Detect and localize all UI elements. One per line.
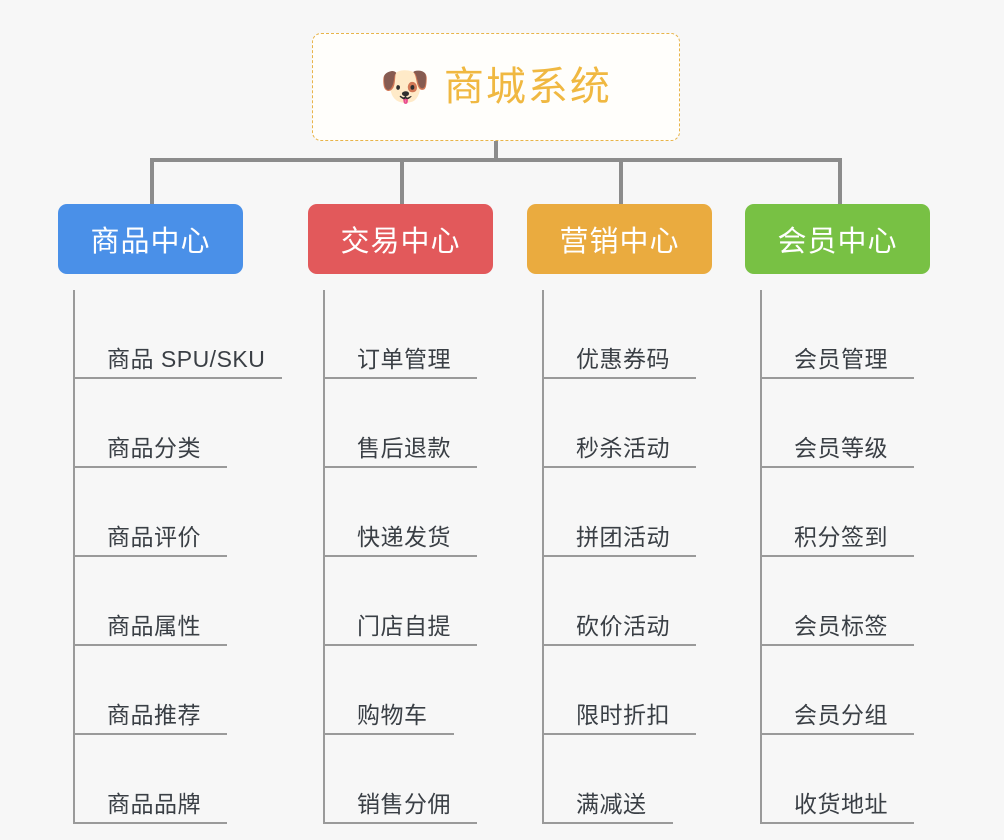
item-label: 购物车 bbox=[357, 701, 428, 728]
root-node-title: 商城系统 bbox=[443, 65, 612, 109]
item-underline bbox=[762, 822, 914, 824]
item-underline bbox=[75, 555, 227, 557]
item-underline bbox=[544, 466, 696, 468]
list-item[interactable]: 商品 SPU/SKU bbox=[75, 290, 282, 379]
item-label: 门店自提 bbox=[357, 612, 451, 639]
item-label: 优惠券码 bbox=[576, 345, 670, 372]
shiba-dog-face-icon: 🐶 bbox=[380, 65, 430, 109]
list-item[interactable]: 拼团活动 bbox=[544, 468, 712, 557]
item-label: 商品品牌 bbox=[107, 790, 201, 817]
connector-drop-column-3 bbox=[619, 158, 623, 206]
list-item[interactable]: 优惠券码 bbox=[544, 290, 712, 379]
list-item[interactable]: 满减送 bbox=[544, 735, 712, 824]
category-header-marketing-center[interactable]: 营销中心 bbox=[527, 204, 712, 274]
connector-drop-column-4 bbox=[838, 158, 842, 206]
list-item[interactable]: 商品推荐 bbox=[75, 646, 265, 735]
category-header-product-center[interactable]: 商品中心 bbox=[58, 204, 243, 274]
list-item[interactable]: 商品评价 bbox=[75, 468, 265, 557]
item-label: 积分签到 bbox=[794, 523, 888, 550]
item-label: 商品 SPU/SKU bbox=[107, 345, 266, 372]
item-label: 会员等级 bbox=[794, 434, 888, 461]
item-underline bbox=[75, 377, 282, 379]
item-underline bbox=[762, 555, 914, 557]
list-item[interactable]: 商品分类 bbox=[75, 379, 265, 468]
column-trade-center: 交易中心 订单管理 售后退款 快递发货 门店自提 购物车 销售分佣 bbox=[308, 204, 493, 824]
item-label: 会员管理 bbox=[794, 345, 888, 372]
item-label: 订单管理 bbox=[357, 345, 451, 372]
item-underline bbox=[544, 822, 673, 824]
item-underline bbox=[544, 377, 696, 379]
item-list-member-center: 会员管理 会员等级 积分签到 会员标签 会员分组 收货地址 bbox=[760, 290, 930, 824]
column-marketing-center: 营销中心 优惠券码 秒杀活动 拼团活动 砍价活动 限时折扣 满减送 bbox=[527, 204, 712, 824]
item-label: 限时折扣 bbox=[576, 701, 670, 728]
item-label: 拼团活动 bbox=[576, 523, 670, 550]
item-underline bbox=[75, 644, 227, 646]
item-label: 满减送 bbox=[576, 790, 647, 817]
list-item[interactable]: 商品属性 bbox=[75, 557, 265, 646]
category-header-member-center[interactable]: 会员中心 bbox=[745, 204, 930, 274]
item-underline bbox=[762, 733, 914, 735]
list-item[interactable]: 会员分组 bbox=[762, 646, 930, 735]
item-underline bbox=[75, 822, 227, 824]
item-label: 商品推荐 bbox=[107, 701, 201, 728]
item-underline bbox=[544, 555, 696, 557]
item-underline bbox=[75, 466, 227, 468]
list-item[interactable]: 会员等级 bbox=[762, 379, 930, 468]
item-underline bbox=[325, 733, 454, 735]
list-item[interactable]: 门店自提 bbox=[325, 557, 493, 646]
list-item[interactable]: 快递发货 bbox=[325, 468, 493, 557]
connector-drop-column-1 bbox=[150, 158, 154, 206]
item-underline bbox=[325, 377, 477, 379]
item-label: 快递发货 bbox=[357, 523, 451, 550]
list-item[interactable]: 积分签到 bbox=[762, 468, 930, 557]
list-item[interactable]: 购物车 bbox=[325, 646, 493, 735]
item-underline bbox=[544, 733, 696, 735]
item-label: 商品分类 bbox=[107, 434, 201, 461]
item-label: 销售分佣 bbox=[357, 790, 451, 817]
list-item[interactable]: 销售分佣 bbox=[325, 735, 493, 824]
item-underline bbox=[75, 733, 227, 735]
column-product-center: 商品中心 商品 SPU/SKU 商品分类 商品评价 商品属性 商品推荐 商品品牌 bbox=[58, 204, 282, 824]
item-underline bbox=[325, 822, 477, 824]
item-underline bbox=[325, 466, 477, 468]
item-list-trade-center: 订单管理 售后退款 快递发货 门店自提 购物车 销售分佣 bbox=[323, 290, 493, 824]
list-item[interactable]: 砍价活动 bbox=[544, 557, 712, 646]
connector-drop-column-2 bbox=[400, 158, 404, 206]
list-item[interactable]: 会员标签 bbox=[762, 557, 930, 646]
item-underline bbox=[762, 466, 914, 468]
item-underline bbox=[325, 644, 477, 646]
list-item[interactable]: 商品品牌 bbox=[75, 735, 265, 824]
item-label: 砍价活动 bbox=[576, 612, 670, 639]
item-underline bbox=[544, 644, 696, 646]
item-underline bbox=[762, 377, 914, 379]
item-label: 会员标签 bbox=[794, 612, 888, 639]
list-item[interactable]: 会员管理 bbox=[762, 290, 930, 379]
list-item[interactable]: 秒杀活动 bbox=[544, 379, 712, 468]
connector-horizontal-bus bbox=[150, 158, 842, 162]
item-list-marketing-center: 优惠券码 秒杀活动 拼团活动 砍价活动 限时折扣 满减送 bbox=[542, 290, 712, 824]
item-label: 秒杀活动 bbox=[576, 434, 670, 461]
item-label: 会员分组 bbox=[794, 701, 888, 728]
column-member-center: 会员中心 会员管理 会员等级 积分签到 会员标签 会员分组 收货地址 bbox=[745, 204, 930, 824]
item-underline bbox=[762, 644, 914, 646]
category-header-trade-center[interactable]: 交易中心 bbox=[308, 204, 493, 274]
root-node-shopping-mall-system[interactable]: 🐶 商城系统 bbox=[312, 33, 680, 141]
list-item[interactable]: 订单管理 bbox=[325, 290, 493, 379]
item-label: 售后退款 bbox=[357, 434, 451, 461]
item-list-product-center: 商品 SPU/SKU 商品分类 商品评价 商品属性 商品推荐 商品品牌 bbox=[73, 290, 282, 824]
list-item[interactable]: 收货地址 bbox=[762, 735, 930, 824]
item-label: 商品属性 bbox=[107, 612, 201, 639]
connector-root-stem bbox=[494, 141, 498, 162]
item-label: 收货地址 bbox=[794, 790, 888, 817]
list-item[interactable]: 限时折扣 bbox=[544, 646, 712, 735]
item-underline bbox=[325, 555, 477, 557]
list-item[interactable]: 售后退款 bbox=[325, 379, 493, 468]
item-label: 商品评价 bbox=[107, 523, 201, 550]
